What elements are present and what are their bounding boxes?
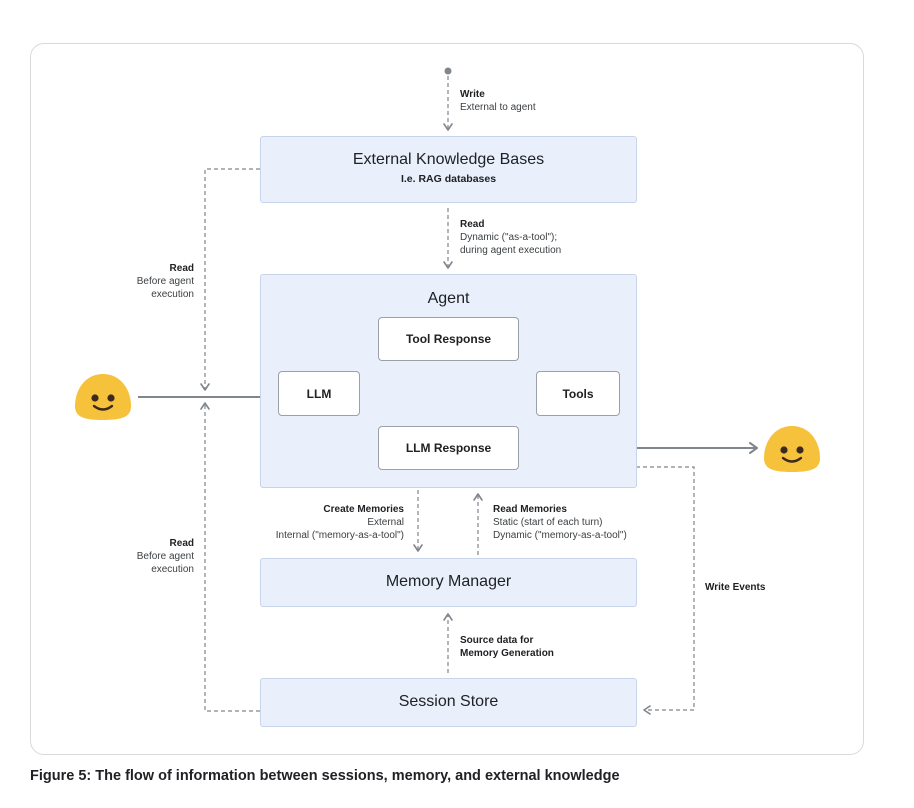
write-label-sub: External to agent <box>460 102 536 113</box>
agent-title: Agent <box>427 290 470 307</box>
smiley-face-left-svg <box>75 374 131 420</box>
write-label-title: Write <box>460 89 485 100</box>
arrow-read-session-left <box>200 402 260 712</box>
external-knowledge-bases-title: External Knowledge Bases <box>352 151 545 168</box>
create-memories-line1: External <box>367 517 404 528</box>
read-ekb-label-title: Read <box>460 219 485 230</box>
memory-manager-title: Memory Manager <box>385 573 512 590</box>
read-before-agent-bottom-line2: execution <box>151 564 194 575</box>
llm-box: LLM <box>278 371 360 416</box>
memory-manager-box: Memory Manager <box>260 558 637 607</box>
tool-response-box: Tool Response <box>378 317 519 361</box>
tools-box: Tools <box>536 371 620 416</box>
read-ekb-label-line2: during agent execution <box>460 245 562 256</box>
write-events-label: Write Events <box>705 581 765 594</box>
read-before-agent-bottom-title: Read <box>169 538 194 549</box>
session-store-title: Session Store <box>398 693 499 710</box>
read-before-agent-top-line2: execution <box>151 289 194 300</box>
read-memories-label: Read Memories Static (start of each turn… <box>493 503 627 542</box>
read-ekb-label-line1: Dynamic ("as-a-tool"); <box>460 232 558 243</box>
llm-response-box: LLM Response <box>378 426 519 470</box>
external-knowledge-bases-box: External Knowledge Bases I.e. RAG databa… <box>260 136 637 203</box>
source-data-label: Source data for Memory Generation <box>460 634 554 660</box>
smiley-face-icon <box>72 372 134 422</box>
smiley-face-icon <box>761 424 823 474</box>
read-memories-line2: Dynamic ("memory-as-a-tool") <box>493 530 627 541</box>
read-memories-title: Read Memories <box>493 504 567 515</box>
write-events-title: Write Events <box>705 582 766 593</box>
write-source-dot <box>444 67 452 75</box>
read-ekb-label: Read Dynamic ("as-a-tool"); during agent… <box>460 218 561 257</box>
arrow-read-ekb-left <box>200 168 260 391</box>
smiley-face-right-svg <box>764 426 820 472</box>
create-memories-title: Create Memories <box>323 504 404 515</box>
session-store-box: Session Store <box>260 678 637 727</box>
create-memories-line2: Internal ("memory-as-a-tool") <box>275 530 404 541</box>
read-before-agent-bottom-line1: Before agent <box>136 551 194 562</box>
create-memories-label: Create Memories External Internal ("memo… <box>276 503 404 542</box>
read-before-agent-top-line1: Before agent <box>136 276 194 287</box>
read-before-agent-top-label: Read Before agent execution <box>137 262 194 301</box>
read-before-agent-top-title: Read <box>169 263 194 274</box>
arrow-write-events <box>636 466 695 715</box>
source-data-line2: Memory Generation <box>460 648 554 659</box>
external-knowledge-bases-subtitle: I.e. RAG databases <box>400 173 497 185</box>
figure-caption: Figure 5: The flow of information betwee… <box>30 768 620 784</box>
read-before-agent-bottom-label: Read Before agent execution <box>137 537 194 576</box>
read-memories-line1: Static (start of each turn) <box>493 517 603 528</box>
write-label: Write External to agent <box>460 88 536 114</box>
source-data-line1: Source data for <box>460 635 534 646</box>
